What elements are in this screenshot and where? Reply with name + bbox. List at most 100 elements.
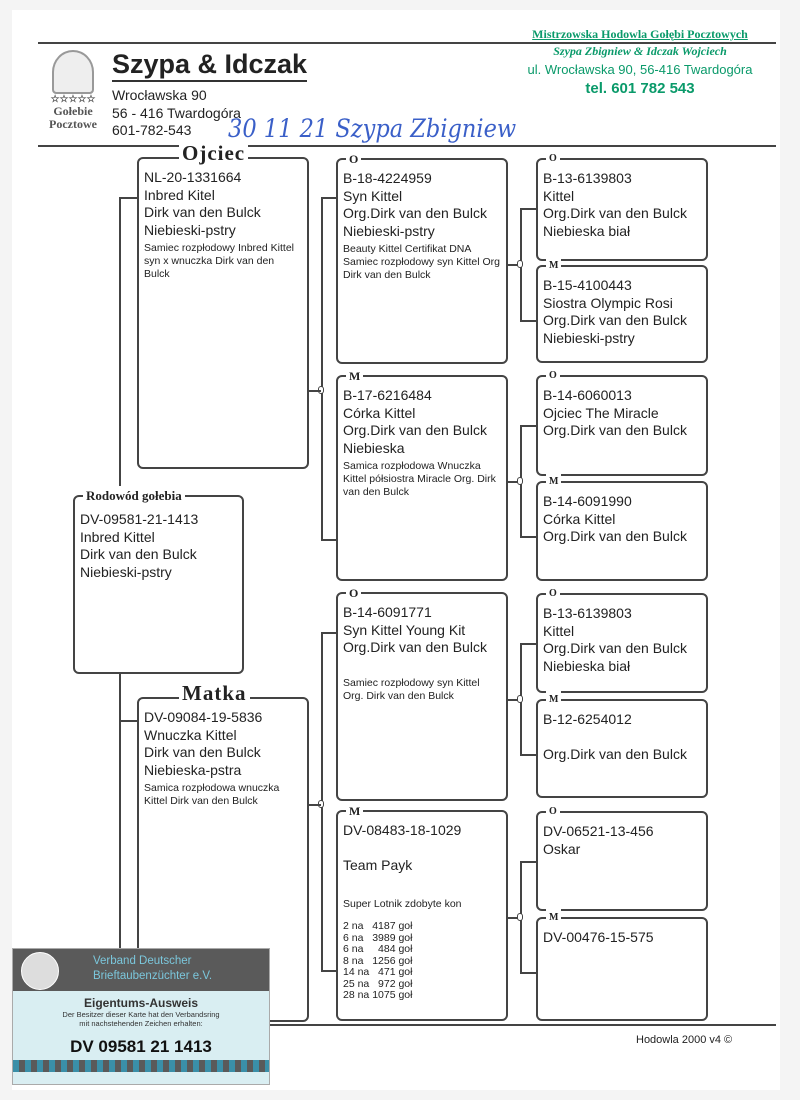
subject-box[interactable]: Rodowód gołebia DV-09581-21-1413 Inbred … — [73, 486, 244, 674]
card-text-line: Der Besitzer dieser Karte hat den Verban… — [62, 1010, 220, 1019]
ancestor-info — [543, 729, 701, 747]
logo: ☆☆☆☆☆ Gołebie Pocztowe — [40, 50, 106, 142]
software-version: Hodowla 2000 v4 © — [636, 1034, 733, 1046]
card-text: Der Besitzer dieser Karte hat den Verban… — [13, 1010, 269, 1028]
logo-text: Gołebie — [53, 104, 93, 118]
note: Samiec rozpłodowy syn Kittel Org. Dirk v… — [343, 677, 480, 702]
connector — [308, 804, 321, 806]
ring-number: B-17-6216484 — [343, 387, 432, 403]
connector — [520, 861, 537, 863]
card-title: Eigentums-Ausweis — [83, 996, 199, 1010]
ancestor-info: Siostra Olympic Rosi — [543, 294, 673, 311]
card-ring-number: DV 09581 21 1413 — [70, 1037, 212, 1056]
sire-box[interactable]: Ojciec NL-20-1331664 Inbred Kitel Dirk v… — [137, 143, 309, 469]
ancestor-sex-label: O — [346, 149, 362, 169]
note: Beauty Kittel Certifikat DNA Samiec rozp… — [343, 243, 500, 281]
ancestor-sex-label: M — [546, 256, 562, 276]
ancestor-sex-label: O — [546, 366, 560, 386]
ancestor-info: Kittel — [543, 187, 575, 204]
connector — [520, 208, 537, 210]
ring-number: DV-08483-18-1029 — [343, 822, 462, 838]
handwritten-note: 30 11 21 Szypa Zbigniew — [228, 114, 517, 143]
ancestor-info: Niebieski-pstry — [543, 329, 635, 346]
race-result: 25 na 972 goł — [343, 977, 413, 990]
ancestor-info: Niebieska biał — [543, 657, 631, 674]
ancestor-sex-label: M — [346, 801, 364, 821]
connector — [119, 720, 138, 722]
ancestor-info: Córka Kittel — [543, 510, 616, 527]
ring-number: B-14-6060013 — [543, 387, 632, 403]
connector — [507, 264, 520, 266]
pigeon-name: Inbred Kitel — [144, 186, 215, 203]
connector — [507, 480, 520, 483]
breeder-title: Szypa & Idczak — [112, 48, 308, 82]
color: Niebieski-pstry — [144, 221, 236, 238]
dove-logo-icon — [21, 952, 59, 990]
card-text-line: mit nachstehenden Zeichen erhalten: — [79, 1019, 203, 1028]
ancestor-sex-label: O — [346, 583, 362, 603]
color: Niebieska-pstra — [144, 761, 242, 778]
header-rule — [38, 145, 776, 147]
ancestor-info: Org.Dirk van den Bulck — [543, 640, 687, 656]
card-org: Verband Deutscher Brieftaubenzüchter e.V… — [93, 954, 212, 984]
logo-stars: ☆☆☆☆☆ — [50, 94, 96, 105]
ancestor-info — [343, 875, 501, 893]
race-result: 28 na 1075 goł — [343, 989, 413, 1001]
connector — [308, 390, 321, 392]
ancestor-info: Ojciec The Miracle — [543, 404, 659, 421]
ancestor-sex-label: M — [546, 908, 562, 928]
ring-number: DV-06521-13-456 — [543, 823, 654, 839]
connector — [119, 673, 121, 1023]
ring-number: B-14-6091990 — [543, 493, 632, 509]
breeder: Dirk van den Bulck — [80, 546, 197, 562]
address-line: Wrocławska 90 — [112, 87, 207, 103]
ancestor-info — [343, 657, 501, 675]
top-rule — [38, 42, 776, 44]
breeder: Dirk van den Bulck — [144, 204, 261, 220]
bottom-rule — [270, 1024, 776, 1026]
note: Samiec rozpłodowy Inbred Kittel syn x wn… — [144, 242, 294, 280]
ancestor-sex-label: O — [546, 149, 560, 169]
connector — [507, 916, 520, 919]
connector-knob — [517, 476, 523, 485]
ancestor-sex-label: M — [546, 472, 562, 492]
ancestor-sex-label: O — [546, 802, 560, 822]
connector — [321, 197, 337, 199]
ring-number: B-13-6139803 — [543, 605, 632, 621]
connector — [119, 197, 138, 199]
connector — [321, 197, 323, 540]
race-result: 14 na 471 goł — [343, 966, 413, 978]
ancestor-sex-label: M — [346, 366, 364, 386]
subject-label: Rodowód gołebia — [83, 486, 185, 506]
ring-number: B-18-4224959 — [343, 170, 432, 186]
connector — [520, 643, 537, 645]
ring-number: DV-09084-19-5836 — [144, 709, 263, 725]
pigeon-name: Inbred Kittel — [80, 528, 155, 545]
ancestor-info: Niebieski-pstry — [343, 222, 435, 239]
ancestor-info — [343, 840, 501, 858]
address-line: 56 - 416 Twardogóra — [112, 104, 241, 121]
connector — [520, 754, 537, 756]
ancestor-info: Org.Dirk van den Bulck — [543, 205, 687, 221]
card-pattern — [13, 1060, 269, 1072]
ancestor-sex-label: O — [546, 584, 560, 604]
ancestor-info: Org.Dirk van den Bulck — [343, 639, 487, 655]
ring-number: B-12-6254012 — [543, 711, 632, 727]
ancestor-info: Syn Kittel — [343, 187, 403, 204]
ancestor-info: Córka Kittel — [343, 404, 416, 421]
phone: 601-782-543 — [112, 122, 192, 138]
ancestor-info: Org.Dirk van den Bulck — [543, 746, 687, 762]
ancestor-info: Oskar — [543, 840, 581, 857]
